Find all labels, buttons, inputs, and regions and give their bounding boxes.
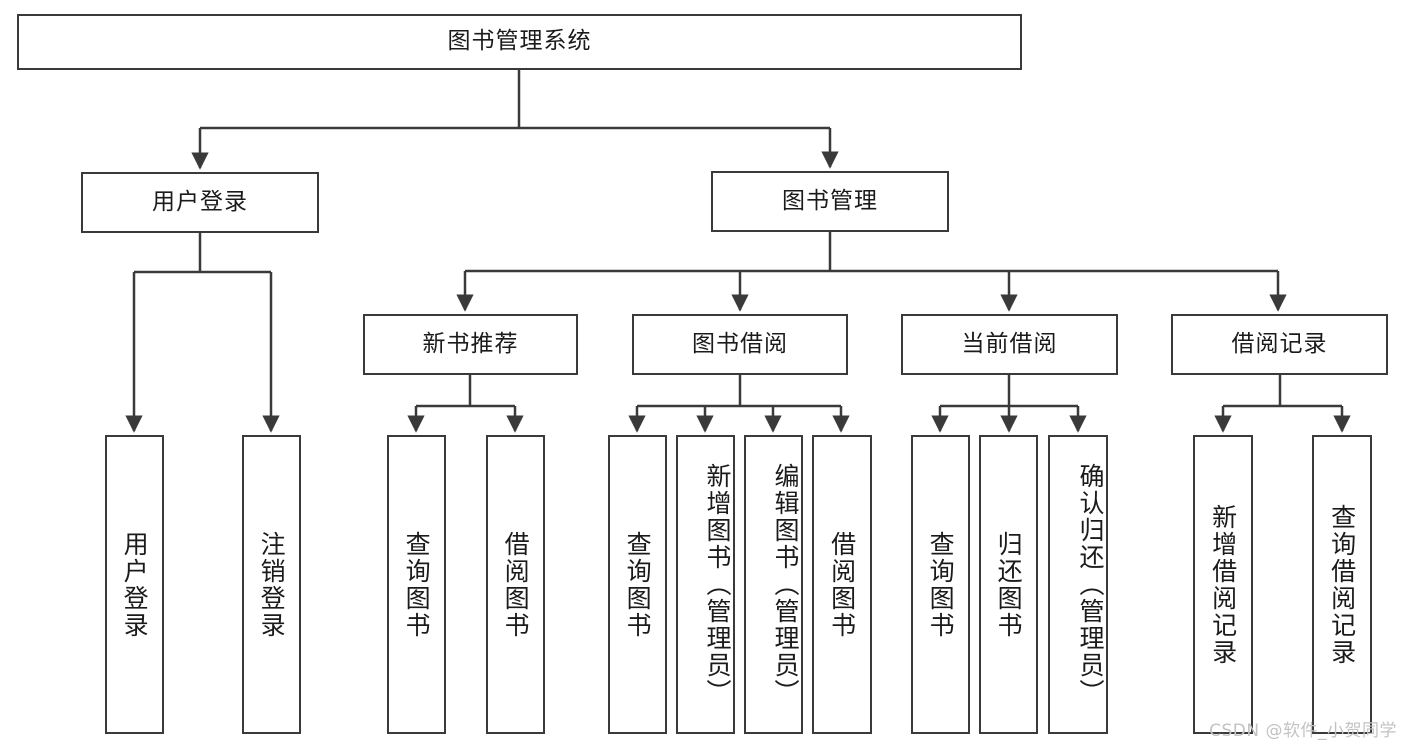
node-leaf-borrow-book-label: 借阅图书: [827, 530, 857, 639]
node-leaf-borrow-book[interactable]: 借阅图书: [812, 435, 872, 734]
node-leaf-query-book-borrow-label: 查询图书: [623, 530, 653, 639]
node-book-borrow[interactable]: 图书借阅: [632, 314, 848, 375]
node-leaf-logout-label: 注销登录: [257, 530, 287, 639]
node-leaf-return-book-label: 归还图书: [994, 530, 1024, 639]
node-leaf-add-book-label: 新增图书（管理员）: [703, 463, 732, 706]
node-leaf-logout[interactable]: 注销登录: [242, 435, 301, 734]
node-leaf-confirm-return-label: 确认归还（管理员）: [1076, 463, 1105, 706]
node-leaf-query-record-label: 查询借阅记录: [1327, 503, 1357, 666]
node-book-manage-label: 图书管理: [782, 187, 878, 214]
node-leaf-query-book-rec-label: 查询图书: [402, 530, 432, 639]
node-book-manage[interactable]: 图书管理: [711, 171, 949, 232]
node-current-borrow[interactable]: 当前借阅: [901, 314, 1118, 375]
node-leaf-borrow-book-rec-label: 借阅图书: [501, 530, 531, 639]
node-leaf-add-book[interactable]: 新增图书（管理员）: [676, 435, 735, 734]
node-borrow-record-label: 借阅记录: [1231, 330, 1328, 357]
node-new-book-recommend[interactable]: 新书推荐: [363, 314, 578, 375]
node-leaf-borrow-book-rec[interactable]: 借阅图书: [486, 435, 545, 734]
node-leaf-confirm-return[interactable]: 确认归还（管理员）: [1048, 435, 1108, 734]
node-leaf-query-record[interactable]: 查询借阅记录: [1312, 435, 1372, 734]
node-book-borrow-label: 图书借阅: [692, 330, 788, 357]
watermark: CSDN @软件_小贺同学: [1209, 721, 1397, 741]
node-leaf-edit-book-label: 编辑图书（管理员）: [771, 463, 800, 706]
node-root-label: 图书管理系统: [447, 28, 592, 55]
node-leaf-edit-book[interactable]: 编辑图书（管理员）: [744, 435, 803, 734]
node-leaf-query-book-borrow[interactable]: 查询图书: [608, 435, 667, 734]
node-leaf-user-login-label: 用户登录: [120, 530, 150, 639]
node-user-login[interactable]: 用户登录: [81, 172, 319, 233]
node-leaf-add-record-label: 新增借阅记录: [1208, 503, 1238, 666]
node-leaf-query-book-rec[interactable]: 查询图书: [387, 435, 446, 734]
node-leaf-query-book-cur-label: 查询图书: [926, 530, 956, 639]
node-new-book-recommend-label: 新书推荐: [422, 330, 519, 357]
node-leaf-query-book-cur[interactable]: 查询图书: [911, 435, 970, 734]
node-leaf-user-login[interactable]: 用户登录: [105, 435, 164, 734]
node-leaf-return-book[interactable]: 归还图书: [979, 435, 1038, 734]
node-borrow-record[interactable]: 借阅记录: [1171, 314, 1388, 375]
node-current-borrow-label: 当前借阅: [961, 330, 1058, 357]
node-leaf-add-record[interactable]: 新增借阅记录: [1193, 435, 1253, 734]
node-user-login-label: 用户登录: [152, 188, 248, 215]
node-root[interactable]: 图书管理系统: [17, 14, 1022, 70]
